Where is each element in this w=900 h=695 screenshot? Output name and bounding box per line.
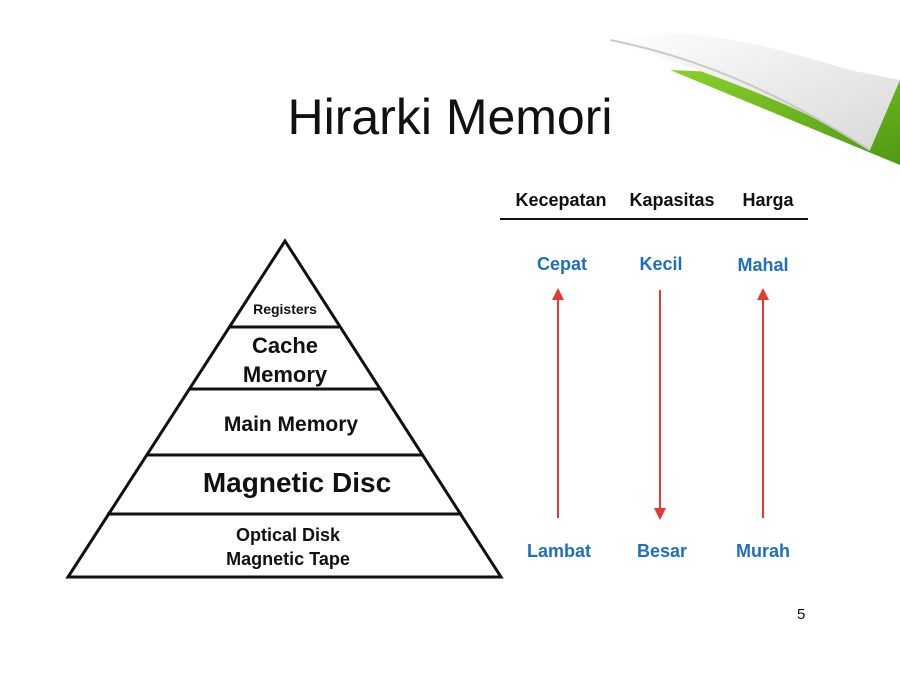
level-optical-disk-label-line1: Optical Disk (236, 525, 341, 545)
header-kapasitas: Kapasitas (629, 190, 714, 210)
level-registers-label: Registers (253, 301, 317, 317)
kapasitas-top-label: Kecil (639, 254, 682, 274)
slide-number: 5 (797, 606, 806, 623)
header-kecepatan: Kecepatan (515, 190, 606, 210)
kapasitas-bottom-label: Besar (637, 541, 687, 561)
kecepatan-top-label: Cepat (537, 254, 587, 274)
level-cache-label-line2: Memory (243, 362, 328, 387)
page-curl-decoration (610, 33, 900, 165)
level-cache-label-line1: Cache (252, 333, 318, 358)
level-optical-disk-label-line2: Magnetic Tape (226, 549, 350, 569)
pyramid-outline (65, 238, 504, 579)
harga-bottom-label: Murah (736, 541, 790, 561)
level-main-memory-label: Main Memory (224, 413, 359, 436)
harga-top-label: Mahal (737, 255, 788, 275)
level-magnetic-disc-label: Magnetic Disc (203, 467, 391, 498)
header-harga: Harga (742, 190, 794, 210)
kecepatan-bottom-label: Lambat (527, 541, 591, 561)
slide-title: Hirarki Memori (287, 89, 613, 145)
